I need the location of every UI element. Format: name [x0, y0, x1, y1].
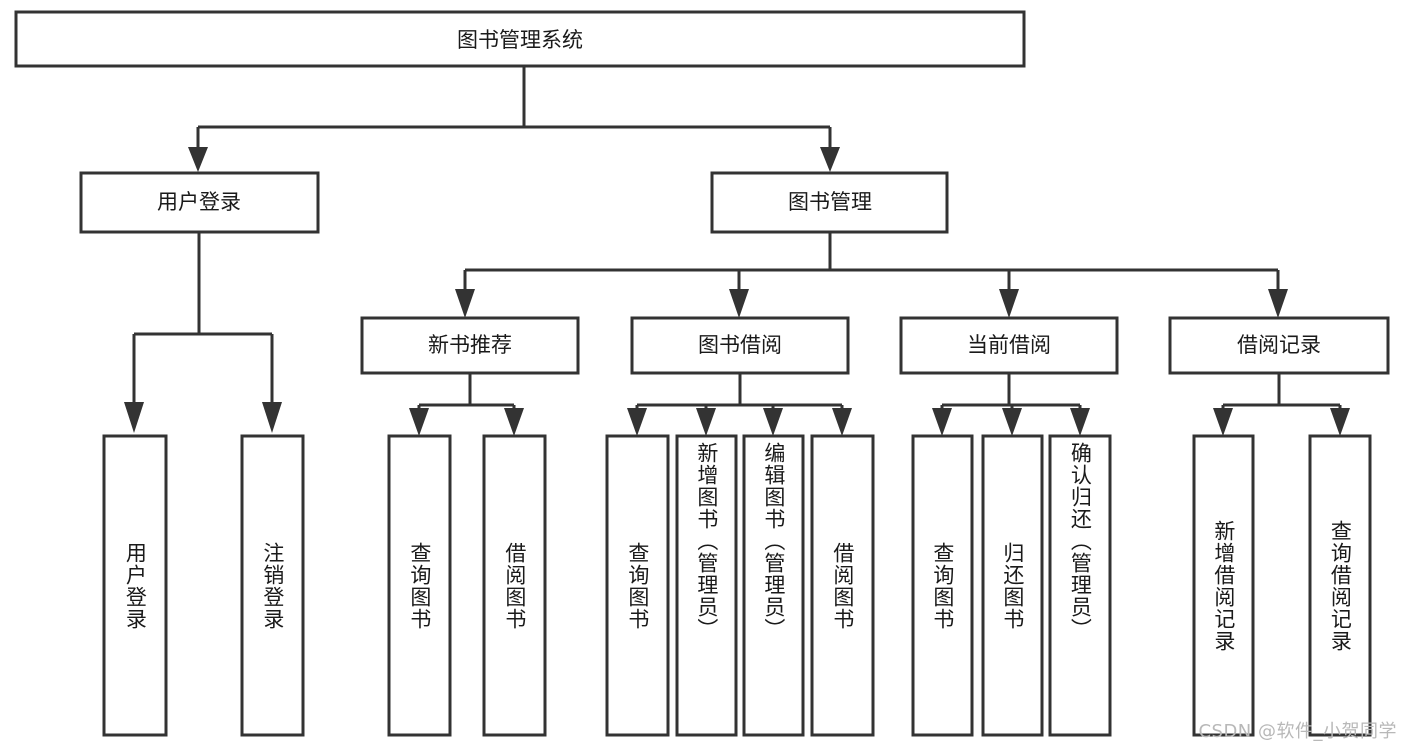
node-root[interactable]: 图书管理系统: [14, 10, 1026, 68]
node-user-login[interactable]: 用户登录: [79, 171, 320, 234]
node-book-borrow[interactable]: 图书借阅: [630, 316, 850, 375]
arrow-to-borrow-book-1: [504, 408, 524, 436]
arrow-to-borrow-book-2: [832, 408, 852, 436]
node-book-manage[interactable]: 图书管理: [710, 171, 949, 234]
arrow-root-to-book-manage: [820, 147, 840, 172]
node-current-borrow[interactable]: 当前借阅: [899, 316, 1119, 375]
leaf-box-user-login[interactable]: [102, 434, 168, 737]
node-current-borrow-label: 当前借阅: [967, 333, 1051, 357]
node-new-book-rec-box[interactable]: [360, 316, 580, 375]
arrow-to-confirm-return: [1070, 408, 1090, 436]
arrow-to-edit-book: [763, 408, 783, 436]
leaf-box-borrow-book-1[interactable]: [482, 434, 547, 737]
node-root-label: 图书管理系统: [457, 28, 583, 52]
leaf-box-query-book-3[interactable]: [911, 434, 974, 737]
leaf-box-query-book-1[interactable]: [387, 434, 452, 737]
leaf-box-borrow-book-2[interactable]: [810, 434, 875, 737]
connectors-layer: [124, 66, 1350, 436]
arrow-to-leaf-logout: [262, 402, 282, 433]
arrow-to-book-borrow: [729, 289, 749, 318]
arrow-to-add-record: [1213, 408, 1233, 436]
node-current-borrow-box[interactable]: [899, 316, 1119, 375]
arrow-to-query-book-1: [409, 408, 429, 436]
arrow-to-borrow-record: [1268, 289, 1288, 318]
node-book-manage-box[interactable]: [710, 171, 949, 234]
leaf-box-query-book-2[interactable]: [605, 434, 670, 737]
arrow-to-new-book-rec: [455, 289, 475, 318]
node-user-login-box[interactable]: [79, 171, 320, 234]
node-user-login-label: 用户登录: [157, 190, 241, 214]
arrow-to-add-book: [696, 408, 716, 436]
arrow-to-query-book-2: [627, 408, 647, 436]
leaf-box-edit-book[interactable]: [742, 434, 805, 737]
arrow-root-to-user-login: [188, 147, 208, 172]
node-borrow-record[interactable]: 借阅记录: [1168, 316, 1390, 375]
arrow-to-query-book-3: [932, 408, 952, 436]
node-borrow-record-box[interactable]: [1168, 316, 1390, 375]
node-book-manage-label: 图书管理: [788, 190, 872, 214]
arrow-to-current-borrow: [999, 289, 1019, 318]
leaf-box-confirm-return[interactable]: [1048, 434, 1112, 737]
node-book-borrow-box[interactable]: [630, 316, 850, 375]
leaf-boxes-layer: [102, 434, 1372, 737]
leaf-box-logout[interactable]: [240, 434, 305, 737]
node-book-borrow-label: 图书借阅: [698, 333, 782, 357]
leaf-box-query-record[interactable]: [1308, 434, 1372, 737]
node-new-book-rec-label: 新书推荐: [428, 333, 512, 357]
csdn-watermark: CSDN @软件_小贺同学: [1198, 721, 1397, 742]
arrow-to-query-record: [1330, 408, 1350, 436]
leaf-box-add-book[interactable]: [675, 434, 738, 737]
arrow-to-leaf-user-login: [124, 402, 144, 433]
node-root-box[interactable]: [14, 10, 1026, 68]
node-new-book-rec[interactable]: 新书推荐: [360, 316, 580, 375]
arrow-to-return-book: [1002, 408, 1022, 436]
leaf-box-add-record[interactable]: [1192, 434, 1255, 737]
leaf-box-return-book[interactable]: [981, 434, 1044, 737]
node-borrow-record-label: 借阅记录: [1237, 333, 1321, 357]
